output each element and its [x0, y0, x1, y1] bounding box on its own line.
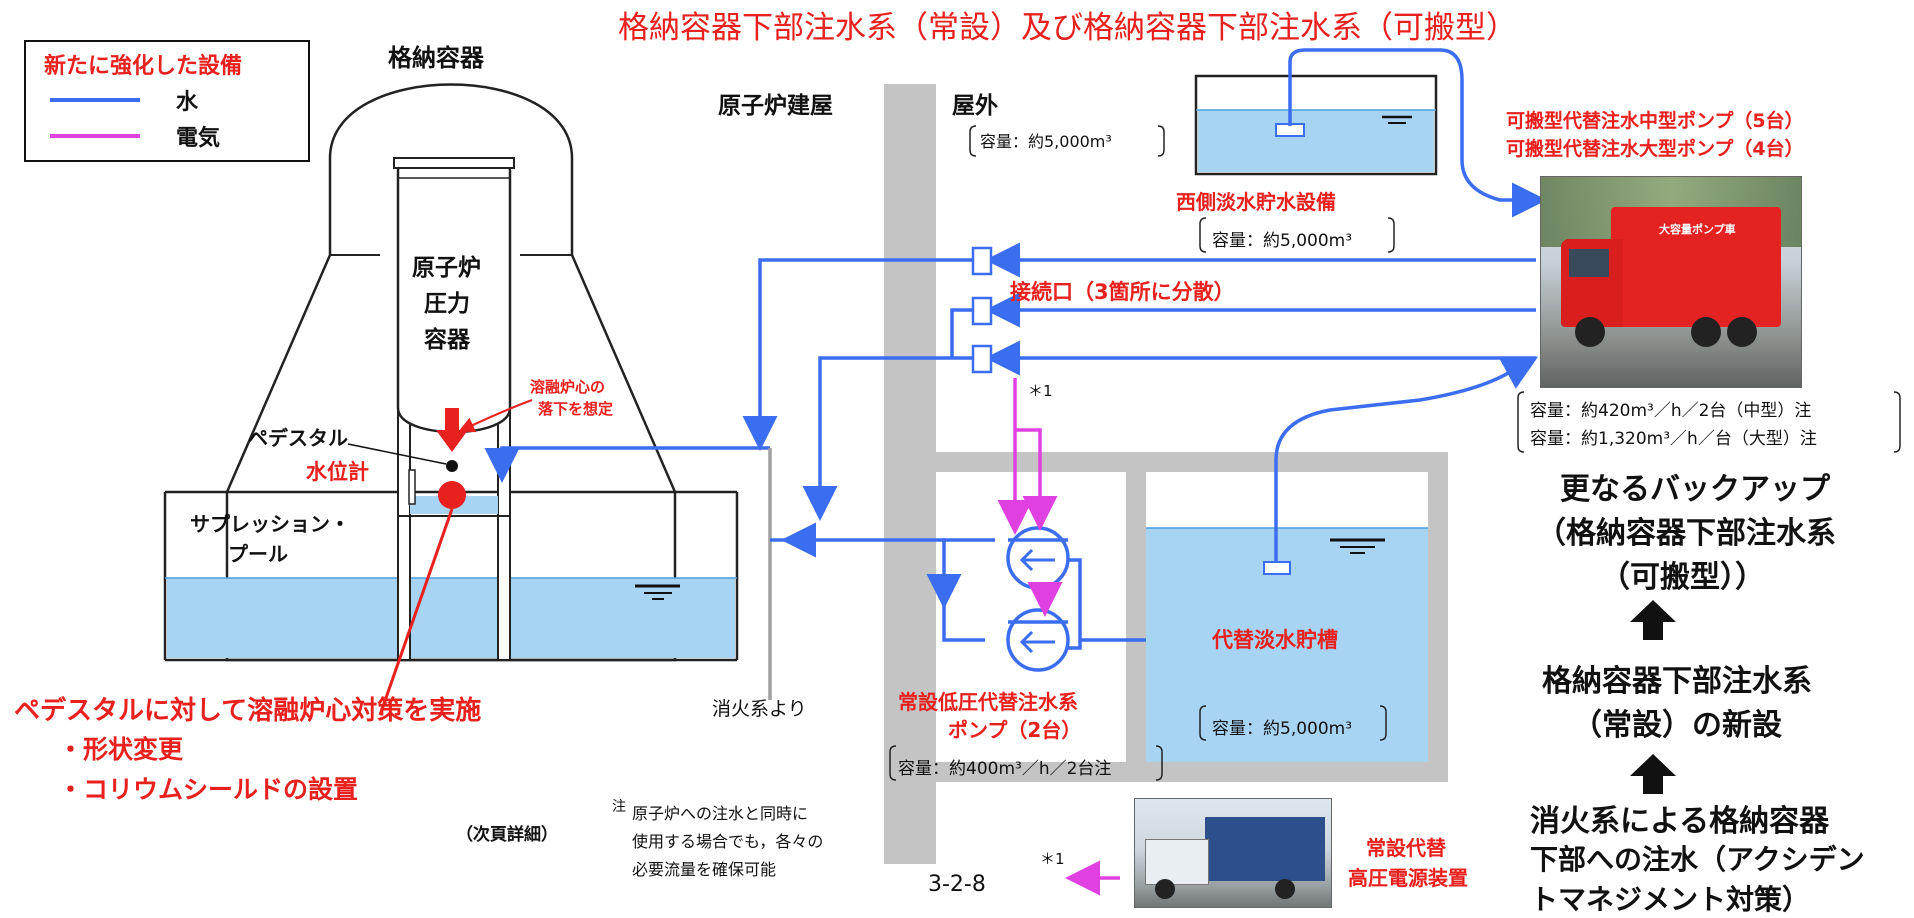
countermeasure-item-1: ・形状変更	[58, 735, 184, 764]
page-title: 格納容器下部注水系（常設）及び格納容器下部注水系（可搬型）	[618, 10, 1517, 46]
legend-electric-swatch	[50, 134, 140, 138]
hierarchy-mid-2: （常設）の新設	[1572, 708, 1782, 743]
melt-label-1: 溶融炉心の	[530, 378, 606, 396]
pool-surface-symbol	[635, 584, 680, 600]
hierarchy-top-2: （格納容器下部注水系	[1536, 516, 1836, 551]
portable-capacity-2: 容量：約1,320m³／h／台（大型）注	[1530, 429, 1817, 449]
pump-2	[1006, 608, 1070, 672]
rpv-label-3: 容器	[424, 327, 470, 353]
power-truck-wheel	[1275, 879, 1295, 899]
containment-label: 格納容器	[388, 44, 484, 72]
rpv-label-2: 圧力	[424, 291, 470, 317]
power-truck-wheel	[1155, 879, 1175, 899]
truck-sign: 大容量ポンプ車	[1659, 223, 1736, 236]
melt-label-2: 落下を想定	[538, 400, 614, 418]
portable-pump-truck-photo: 大容量ポンプ車	[1540, 176, 1802, 388]
water-gauge-ball	[438, 481, 466, 509]
reactor-building-label: 原子炉建屋	[718, 93, 833, 119]
hierarchy-bottom-3: トマネジメント対策）	[1530, 883, 1811, 916]
portable-mid-pump-label: 可搬型代替注水中型ポンプ（5台）	[1506, 110, 1804, 132]
suppression-label-1: サプレッション・	[190, 512, 350, 536]
pedestal-label: ペデスタル	[248, 426, 348, 450]
note-mark-1: ＊1	[1028, 382, 1053, 400]
fixed-pump-capacity: 容量：約400m³／h／2台注	[898, 759, 1112, 779]
hierarchy-bottom-2: 下部への注水（アクシデン	[1530, 843, 1865, 876]
west-tank-name: 西側淡水貯水設備	[1176, 190, 1336, 214]
west-tank-capacity-left: 容量：約5,000m³	[980, 132, 1112, 151]
rpv-label-1: 原子炉	[412, 255, 481, 281]
connection-label: 接続口（3箇所に分散）	[1010, 280, 1235, 304]
alternate-tank-label: 代替淡水貯槽	[1212, 628, 1338, 652]
fixed-pump-label-2: ポンプ（2台）	[948, 718, 1082, 742]
connection-ports	[971, 246, 993, 374]
legend-electric-label: 電気	[176, 126, 221, 151]
legend-water-label: 水	[176, 90, 199, 115]
pedestal-point	[446, 460, 458, 472]
hierarchy-arrows	[1630, 600, 1676, 794]
power-truck-cab	[1145, 839, 1209, 885]
west-tank-capacity: 容量：約5,000m³	[1212, 231, 1353, 251]
power-label-1: 常設代替	[1366, 836, 1446, 860]
hierarchy-top-3: （可搬型））	[1600, 560, 1765, 595]
hierarchy-mid-1: 格納容器下部注水系	[1542, 664, 1812, 699]
suppression-label-2: プール	[228, 542, 288, 566]
portable-capacity-1: 容量：約420m³／h／2台（中型）注	[1530, 401, 1812, 421]
fire-system-label: 消火系より	[712, 698, 807, 720]
capacity-brackets	[889, 125, 1901, 781]
pump-room	[910, 452, 1146, 782]
note-mark-2: ＊1	[1040, 850, 1065, 868]
countermeasure-leader	[378, 508, 454, 716]
west-fresh-water-tank	[1194, 74, 1438, 176]
electric-lines	[997, 378, 1120, 896]
water-gauge-bar	[408, 469, 416, 505]
hierarchy-top-1: 更なるバックアップ	[1560, 472, 1830, 507]
truck-window	[1569, 249, 1609, 277]
legend-water-swatch	[50, 98, 140, 102]
footnote-line-2: 使用する場合でも，各々の	[632, 832, 824, 851]
footnote-mark: 注	[612, 799, 626, 815]
suppression-pool-water	[167, 578, 735, 658]
power-label-2: 高圧電源装置	[1348, 866, 1468, 890]
melt-fall-arrow	[436, 399, 533, 452]
water-gauge-label: 水位計	[306, 460, 369, 484]
alternate-tank-capacity: 容量：約5,000m³	[1212, 719, 1353, 739]
hierarchy-bottom-1: 消火系による格納容器	[1530, 804, 1830, 839]
countermeasure-main: ペデスタルに対して溶融炉心対策を実施	[14, 696, 482, 726]
truck-wheel	[1691, 317, 1721, 347]
legend: 新たに強化した設備 水 電気	[24, 40, 310, 162]
countermeasure-item-2: ・コリウムシールドの設置	[58, 775, 359, 804]
outdoor-label: 屋外	[952, 93, 998, 119]
footnote-line-1: 原子炉への注水と同時に	[632, 804, 809, 823]
page-number: 3-2-8	[928, 872, 986, 897]
countermeasure-detail: （次頁詳細）	[456, 825, 558, 845]
portable-large-pump-label: 可搬型代替注水大型ポンプ（4台）	[1506, 138, 1804, 160]
footnote-line-3: 必要流量を確保可能	[632, 860, 777, 879]
truck-wheel	[1727, 317, 1757, 347]
power-truck-photo	[1134, 798, 1332, 908]
power-unit	[1205, 817, 1325, 881]
legend-heading: 新たに強化した設備	[44, 54, 243, 79]
water-lines	[484, 48, 1547, 700]
truck-wheel	[1575, 317, 1605, 347]
truck-body	[1611, 207, 1781, 327]
tank-intake	[1263, 561, 1291, 575]
fixed-pump-label-1: 常設低圧代替注水系	[898, 690, 1078, 714]
pump-1	[1006, 526, 1070, 590]
